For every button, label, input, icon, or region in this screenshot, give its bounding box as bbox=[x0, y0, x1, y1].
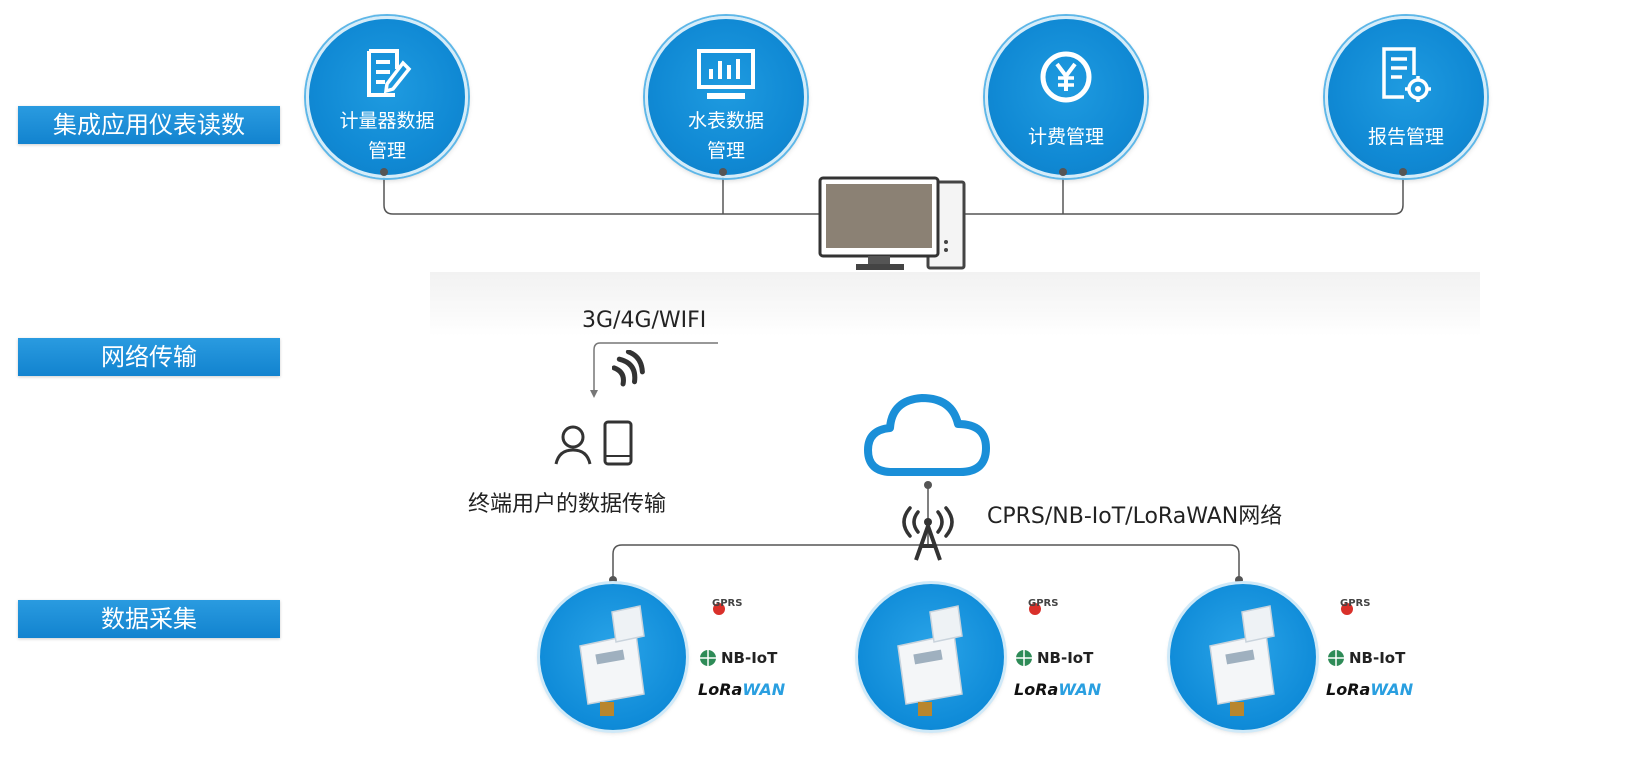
app-title-line2: 管理 bbox=[706, 140, 745, 162]
water-meter-2[interactable] bbox=[858, 584, 1004, 730]
water-meter-icon bbox=[1209, 605, 1275, 716]
app-reports[interactable]: 报告管理 bbox=[1325, 16, 1487, 178]
cloud-icon bbox=[864, 394, 990, 476]
desktop-computer-icon bbox=[818, 176, 966, 270]
connector-dot bbox=[609, 576, 617, 584]
connector-dot bbox=[1399, 168, 1407, 176]
lorawan-logo: LoRaWAN bbox=[1326, 680, 1414, 699]
antenna-tower-icon bbox=[902, 506, 954, 561]
app-metering-data[interactable]: 计量器数据 管理 bbox=[306, 16, 468, 178]
gprs-badge-icon bbox=[713, 602, 725, 615]
connector-dot bbox=[719, 168, 727, 176]
app-billing[interactable]: 计费管理 bbox=[985, 16, 1147, 178]
globe-icon bbox=[1016, 650, 1032, 666]
protocol-logos-3: GPRS NB-IoT LoRaWAN bbox=[1326, 598, 1416, 708]
nb-iot-logo: NB-IoT bbox=[1349, 649, 1406, 667]
water-meter-1[interactable] bbox=[540, 584, 686, 730]
terminal-user-label: 终端用户的数据传输 bbox=[468, 492, 667, 517]
lorawan-logo: LoRaWAN bbox=[1014, 680, 1102, 699]
monitor-chart-icon bbox=[697, 49, 755, 99]
app-water-meter-data[interactable]: 水表数据 管理 bbox=[645, 16, 807, 178]
nb-iot-logo: NB-IoT bbox=[721, 649, 778, 667]
app-title-line1: 计量器数据 bbox=[339, 110, 435, 132]
globe-icon bbox=[1328, 650, 1344, 666]
user-icon bbox=[554, 425, 592, 465]
gprs-logo: GPRS bbox=[1028, 598, 1059, 609]
cloud-network-label: CPRS/NB-IoT/LoRaWAN网络 bbox=[987, 504, 1283, 529]
protocol-logos-1: GPRS NB-IoT LoRaWAN bbox=[698, 598, 788, 708]
network-band bbox=[430, 272, 1480, 336]
document-edit-icon bbox=[367, 49, 412, 97]
mobile-phone-icon bbox=[603, 420, 633, 466]
connector-dot bbox=[924, 481, 932, 489]
yen-coin-icon bbox=[1040, 51, 1092, 103]
gprs-badge-icon bbox=[1029, 602, 1041, 615]
globe-icon bbox=[700, 650, 716, 666]
connector-dot bbox=[380, 168, 388, 176]
gprs-logo: GPRS bbox=[712, 598, 743, 609]
water-meter-icon bbox=[579, 605, 645, 716]
water-meter-3[interactable] bbox=[1170, 584, 1316, 730]
nb-iot-logo: NB-IoT bbox=[1037, 649, 1094, 667]
report-settings-icon bbox=[1382, 47, 1431, 102]
protocol-logos-2: GPRS NB-IoT LoRaWAN bbox=[1014, 598, 1104, 708]
wireless-label: 3G/4G/WIFI bbox=[582, 308, 707, 333]
app-title-line1: 报告管理 bbox=[1367, 126, 1444, 148]
gprs-badge-icon bbox=[1341, 602, 1353, 615]
lorawan-logo: LoRaWAN bbox=[698, 680, 786, 699]
connector-dot bbox=[1059, 168, 1067, 176]
app-title-line1: 计费管理 bbox=[1027, 126, 1104, 148]
layer-label-collection: 数据采集 bbox=[18, 600, 280, 638]
layer-label-application: 集成应用仪表读数 bbox=[18, 106, 280, 144]
app-title-line1: 水表数据 bbox=[687, 110, 764, 132]
app-title-line2: 管理 bbox=[367, 140, 406, 162]
wireless-signal-icon bbox=[612, 350, 645, 387]
gprs-logo: GPRS bbox=[1340, 598, 1371, 609]
water-meter-icon bbox=[897, 605, 963, 716]
layer-label-network: 网络传输 bbox=[18, 338, 280, 376]
connector-dot bbox=[1235, 576, 1243, 584]
